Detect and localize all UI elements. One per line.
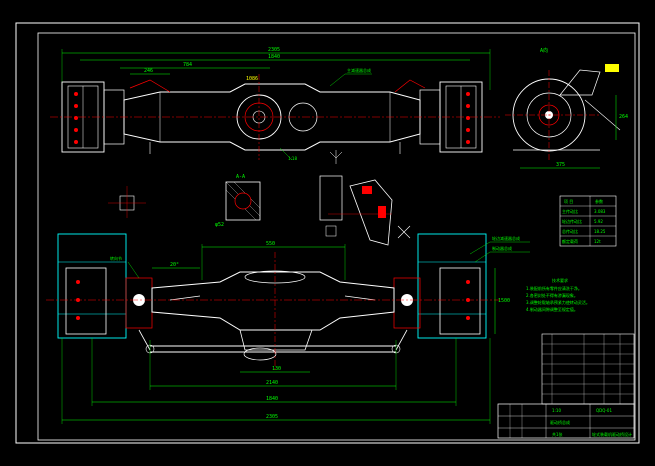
tech-notes: 技术要求 1.装配前所有零件应清洗干净。 2.各密封处不得有渗漏现象。 3.调整… (526, 277, 590, 312)
front-track-dim: 2140 (266, 380, 278, 386)
param-cell: 18.25 (594, 229, 606, 234)
inner-border (37, 32, 636, 441)
top-left-dim: 784 (183, 62, 192, 68)
top-view: 2305 1840 784 246 (50, 47, 500, 164)
tech-note-line: 4.制动器间隙调整至规定值。 (526, 306, 578, 312)
front-view: 20° 550 130 2140 1840 2305 1500 轮边减速器总成 … (46, 233, 530, 424)
title-name: 驱动桥总成 (550, 419, 570, 425)
parts-list (541, 333, 635, 405)
front-wheel-dim: 1500 (498, 298, 510, 304)
param-cell: 额定载荷 (562, 238, 578, 244)
param-header: 项 目 (564, 198, 573, 204)
outer-border (15, 22, 640, 444)
param-cell: 12t (594, 239, 601, 244)
tech-note-line: 3.调整轮毂轴承预紧力使转动灵活。 (526, 299, 590, 305)
front-center-dim: 550 (266, 241, 275, 247)
title-block: 驱动桥总成 1:10 QDQ-01 轮式装载机驱动桥设计 共1张 (497, 403, 635, 439)
param-cell: 轮边传动比 (562, 218, 582, 224)
side-view-label: A向 (540, 47, 548, 54)
top-overall-width: 2305 (268, 47, 280, 53)
tech-note-line: 2.各密封处不得有渗漏现象。 (526, 292, 578, 298)
front-callout-right-1: 轮边减速器总成 (492, 235, 520, 241)
front-side-dim: 130 (272, 366, 281, 372)
param-cell: 3.083 (594, 209, 606, 214)
top-callout-center: 1:18 (288, 156, 297, 161)
front-angle-label: 20° (170, 262, 179, 268)
param-table: 项 目 参数 主传动比 3.083 轮边传动比 5.92 总传动比 18.25 … (559, 195, 617, 247)
title-sheet: 共1张 (552, 431, 563, 437)
side-dim-side: 264 (619, 114, 628, 120)
front-inner-width: 1840 (266, 396, 278, 402)
front-overall-width: 2305 (266, 414, 278, 420)
section-dim: φ52 (215, 222, 224, 228)
section-aa: A-A φ52 (108, 174, 261, 228)
top-inner-width: 1840 (268, 54, 280, 60)
front-callout-left: 转向节 (110, 255, 122, 261)
side-dim-bottom: 375 (556, 162, 565, 168)
param-cell: 主传动比 (562, 208, 578, 214)
param-cell: 5.92 (594, 219, 603, 224)
top-callout-right: 主减速器总成 (347, 67, 371, 73)
section-label: A-A (236, 174, 245, 180)
title-company: 轮式装载机驱动桥设计 (592, 431, 632, 437)
top-center-label: 1086 (246, 76, 258, 82)
title-drawing-no: QDQ-01 (596, 408, 612, 413)
tech-notes-title: 技术要求 (552, 277, 568, 283)
detail-brake (319, 175, 411, 246)
top-left-dim-small: 246 (144, 68, 153, 74)
side-view: A向 375 264 (505, 47, 628, 169)
tech-note-line: 1.装配前所有零件应清洗干净。 (526, 285, 582, 291)
title-scale: 1:10 (552, 408, 561, 413)
param-cell: 总传动比 (562, 228, 578, 234)
front-callout-right-2: 制动器总成 (492, 245, 512, 251)
param-header: 参数 (595, 198, 603, 204)
